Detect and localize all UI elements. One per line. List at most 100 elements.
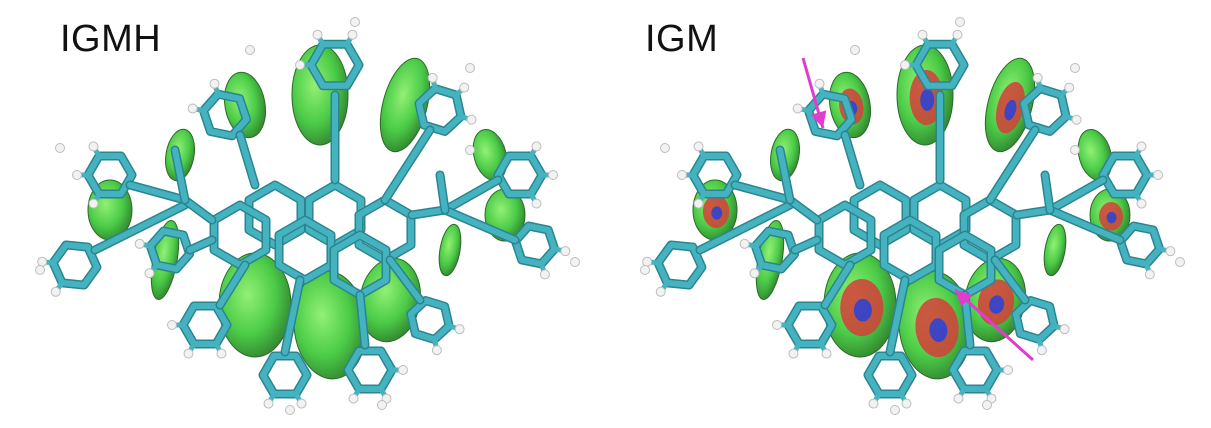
hydrogen-atom <box>850 45 860 55</box>
hydrogen-atom <box>295 60 305 70</box>
blue-patch <box>929 318 948 342</box>
bond <box>382 127 433 203</box>
igm-label: IGM <box>645 18 719 60</box>
bond <box>217 262 248 308</box>
bond <box>732 182 793 203</box>
hydrogen-atom <box>347 29 358 40</box>
hydrogen-atom <box>1165 246 1176 257</box>
hydrogen-atom <box>263 398 274 409</box>
hydrogen-atom <box>427 72 438 83</box>
bond <box>992 257 1028 303</box>
blue-patch <box>1004 99 1017 121</box>
bond <box>1042 172 1053 213</box>
hydrogen-atom <box>1153 170 1163 180</box>
isosurface-body <box>438 223 462 277</box>
bond <box>777 147 793 203</box>
hydrogen-atom <box>398 365 408 375</box>
hydrogen-atom <box>312 29 323 40</box>
bond-ring <box>50 241 100 289</box>
hydrogen-atom <box>1071 114 1082 125</box>
hydrogen-atom <box>890 405 900 415</box>
hydrogen-atom <box>431 345 442 356</box>
hydrogen-atom <box>350 17 360 27</box>
hydrogen-atom <box>917 29 928 40</box>
bond <box>127 182 188 203</box>
molecule-skeleton <box>640 17 1185 415</box>
hydrogen-atom <box>539 269 550 280</box>
bond <box>787 197 820 223</box>
igmh-molecule-image <box>35 17 580 415</box>
bond <box>237 132 258 188</box>
hydrogen-atom <box>134 238 145 249</box>
bond <box>282 277 303 355</box>
bond <box>442 207 518 243</box>
hydrogen-atom <box>772 320 782 330</box>
hydrogen-atom <box>560 246 571 257</box>
bond <box>172 147 188 203</box>
bond-ring <box>276 217 334 283</box>
isosurface-body <box>1043 223 1067 277</box>
hydrogen-atom <box>55 143 65 153</box>
hydrogen-atom <box>792 103 803 114</box>
hydrogen-atom <box>50 286 61 297</box>
bond <box>437 172 448 213</box>
isosurface <box>379 57 431 153</box>
isosurface-body <box>379 57 431 153</box>
hydrogen-atom <box>167 320 177 330</box>
bond-ring <box>655 241 705 289</box>
blue-patch <box>711 206 723 220</box>
isosurface <box>291 44 349 146</box>
isosurface <box>896 44 954 146</box>
hydrogen-atom <box>465 145 475 155</box>
bond <box>1014 207 1053 218</box>
hydrogen-atom <box>1036 345 1047 356</box>
isosurface <box>438 223 462 277</box>
hydrogen-atom <box>548 170 558 180</box>
bond-ring <box>881 217 939 283</box>
bond <box>792 237 820 253</box>
bond <box>962 292 973 348</box>
hydrogen-atom <box>245 45 255 55</box>
bond <box>92 202 188 253</box>
pink-arrow-shaft <box>953 288 1035 362</box>
bond-ring <box>1100 152 1150 198</box>
hydrogen-atom <box>285 405 295 415</box>
hydrogen-atom <box>1136 198 1147 209</box>
bond <box>387 257 423 303</box>
hydrogen-atom <box>693 198 704 209</box>
hydrogen-atom <box>955 17 965 27</box>
isosurface <box>984 57 1036 153</box>
bond <box>1047 207 1123 243</box>
hydrogen-atom <box>465 63 475 73</box>
hydrogen-atom <box>72 170 82 180</box>
hydrogen-atom <box>1059 324 1070 335</box>
bond <box>987 127 1038 203</box>
igm-panel: IGM <box>605 0 1205 428</box>
bond <box>842 132 863 188</box>
pink-arrow-head <box>955 290 973 307</box>
isosurfaces-front <box>801 57 1035 362</box>
hydrogen-atom <box>144 268 155 279</box>
hydrogen-atom <box>640 265 650 275</box>
hydrogen-atom <box>531 198 542 209</box>
bond <box>357 292 368 348</box>
blue-patch <box>989 295 1005 314</box>
bond-ring <box>865 352 915 398</box>
hydrogen-atom <box>1144 269 1155 280</box>
igmh-label: IGMH <box>60 18 162 60</box>
bond <box>887 277 908 355</box>
hydrogen-atom <box>216 348 227 359</box>
hydrogen-atom <box>739 238 750 249</box>
bond <box>697 202 793 253</box>
bond-ring <box>180 302 230 348</box>
bond <box>409 207 448 218</box>
hydrogen-atom <box>466 114 477 125</box>
hydrogen-atom <box>821 348 832 359</box>
hydrogen-atom <box>814 78 825 89</box>
hydrogen-atom <box>1136 141 1147 152</box>
hydrogen-atom <box>982 400 992 410</box>
hydrogen-atom <box>531 141 542 152</box>
hydrogen-atom <box>296 398 307 409</box>
hydrogen-atom <box>788 348 799 359</box>
bond-ring <box>495 152 545 198</box>
